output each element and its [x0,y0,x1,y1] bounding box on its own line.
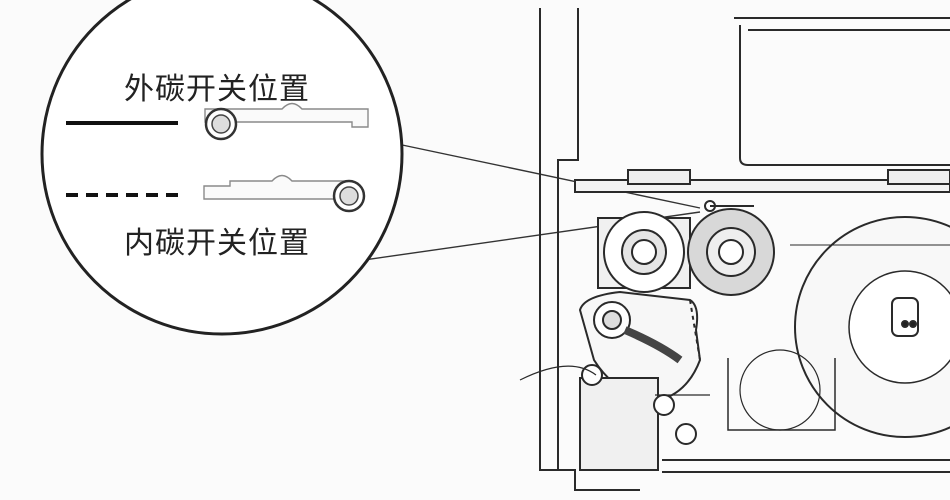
print-head-assembly [519,290,710,471]
printer-body [539,8,950,491]
outer-switch-position-label: 外碳开关位置 [124,72,310,107]
outer-switch-lever [204,102,369,128]
inner-switch-position-label: 内碳开关位置 [124,226,310,261]
magnifier-circle [40,0,404,336]
ribbon-spools [597,200,775,296]
